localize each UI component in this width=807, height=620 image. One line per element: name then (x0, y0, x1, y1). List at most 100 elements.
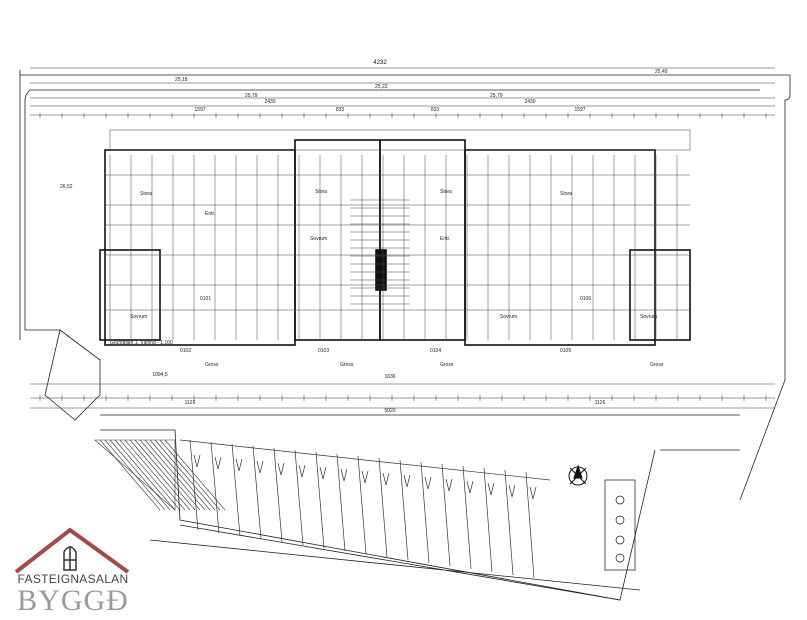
dim-label: 1636 (384, 374, 395, 380)
parking-arrow (277, 462, 285, 476)
level-label: 25,18 (175, 77, 188, 83)
room-label: Sovrum (310, 236, 327, 242)
hatch-line (114, 439, 176, 511)
logo-text-top: FASTEIGNASALAN (17, 572, 129, 586)
apartment-number: 0106 (580, 296, 591, 302)
dim-label: 1094,5 (152, 372, 168, 378)
house-roof-icon (14, 527, 130, 574)
dim-label: 2430 (264, 99, 275, 105)
hatch-line (149, 439, 211, 511)
parking-arrow (466, 480, 474, 494)
parking-stall-line (525, 471, 535, 579)
hatch-line (99, 439, 161, 511)
room-label: Stora (140, 191, 152, 197)
parking-arrow (403, 474, 411, 488)
dim-label: 1126 (595, 400, 606, 406)
level-label: 25,22 (375, 84, 388, 90)
room-label: Sovrum (130, 314, 147, 320)
parking-stall-line (462, 465, 472, 570)
hatched-area (94, 439, 226, 511)
dim-label: 2430 (524, 99, 535, 105)
parking-arrow (508, 484, 516, 498)
parking-stall-line (294, 449, 304, 546)
parking-arrow (256, 460, 264, 474)
overall-width-label: 4232 (373, 60, 387, 66)
building-wing (99, 249, 161, 341)
parking-stall-line (399, 459, 409, 561)
hatch-line (109, 439, 171, 511)
balcony-line (109, 129, 691, 151)
parking-stall-line (336, 453, 346, 552)
dim-label: 833 (431, 107, 440, 113)
building-wing (464, 149, 656, 346)
parking-stall-line (315, 451, 325, 549)
parking-stall-line (483, 467, 493, 573)
level-label: 25,79 (245, 93, 258, 99)
parking-stall-line (357, 455, 367, 555)
parking-arrow (382, 472, 390, 486)
building-wing (629, 249, 691, 341)
hatch-line (159, 439, 221, 511)
parking-arrow (445, 478, 453, 492)
hatch-line (119, 439, 181, 511)
parking-arrow (235, 458, 243, 472)
dimension-lines (30, 67, 775, 409)
parking-arrow (424, 476, 432, 490)
hatch-line (134, 439, 196, 511)
level-label: 25,79 (490, 93, 503, 99)
site-boundary (19, 70, 791, 601)
dim-label: 5020 (384, 408, 395, 414)
hatch-line (154, 439, 216, 511)
parking-arrow (487, 482, 495, 496)
hatch-border (94, 439, 176, 511)
parking-area (179, 439, 551, 579)
room-label: Stora (440, 189, 452, 195)
parking-edge (179, 439, 551, 481)
gross-label: Gross (205, 362, 219, 368)
gross-label: Gross (340, 362, 354, 368)
parking-stall-line (231, 443, 241, 537)
room-label: Stora (560, 191, 572, 197)
parking-arrow (214, 456, 222, 470)
parking-arrow (319, 466, 327, 480)
gross-label: Gross (440, 362, 454, 368)
apartment-number: 0104 (430, 348, 441, 354)
interior-details (105, 129, 691, 340)
dim-label: 1597 (574, 107, 585, 113)
parking-stall-line (210, 441, 220, 534)
parking-stall-line (252, 445, 262, 540)
parking-arrow (193, 454, 201, 468)
hatch-line (129, 439, 191, 511)
room-label: Entr. (205, 211, 215, 217)
level-label: 26,52 (60, 184, 73, 190)
parking-arrow (298, 464, 306, 478)
parking-stall-line (378, 457, 388, 558)
dim-label: 833 (336, 107, 345, 113)
dim-label: 1597 (194, 107, 205, 113)
parking-stall-line (420, 461, 430, 564)
parking-stall-line (504, 469, 514, 576)
building-walls (99, 139, 691, 346)
dim-label: 1126 (185, 400, 196, 406)
level-label: 25,49 (655, 69, 668, 75)
room-label: Sovrum (640, 314, 657, 320)
elevator-shaft (375, 249, 387, 291)
hatch-line (139, 439, 201, 511)
parking-arrow (361, 470, 369, 484)
plan-title: Grundplan 1. Våning - 1:100 (110, 339, 173, 346)
parking-stall-line (189, 439, 199, 531)
room-label: Stora (315, 189, 327, 195)
parking-arrow (529, 486, 537, 500)
parking-arrow (340, 468, 348, 482)
apartment-number: 0102 (180, 348, 191, 354)
gross-label: Gross (650, 362, 664, 368)
room-label: Sovrum (500, 314, 517, 320)
apartment-number: 0105 (560, 348, 571, 354)
parking-stall-line (441, 463, 451, 567)
apartment-number: 0101 (200, 296, 211, 302)
apartment-number: 0103 (318, 348, 329, 354)
parking-stall-line (273, 447, 283, 543)
north-arrow-icon (568, 464, 588, 486)
